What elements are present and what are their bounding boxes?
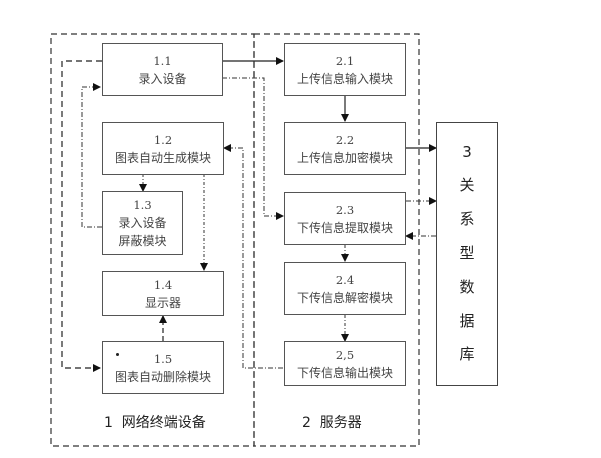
edge-1-3-to-1-1 xyxy=(81,83,102,228)
edge-2-5-to-1-2 xyxy=(223,144,283,369)
module-number: 1.3 xyxy=(133,198,152,212)
edge-1-1-to-2-3 xyxy=(222,77,284,220)
database-char: 型 xyxy=(459,243,475,262)
group-border-terminal xyxy=(50,33,255,447)
module-number: 2.1 xyxy=(335,53,355,68)
module-number: 1.4 xyxy=(153,277,173,292)
database-char: 系 xyxy=(459,210,475,229)
module-2-1[interactable]: 2.1 上传信息输入模块 xyxy=(284,43,406,96)
module-name: 下传信息解密模块 xyxy=(296,290,393,305)
module-number: 1.5 xyxy=(153,351,173,366)
module-number: 2.3 xyxy=(335,202,355,217)
database-char: 关 xyxy=(459,176,475,195)
group-label-terminal: 1 网络终端设备 xyxy=(104,415,206,431)
module-name: 显示器 xyxy=(144,295,181,310)
relational-database[interactable]: 3 关 系 型 数 据 库 xyxy=(436,122,498,386)
module-number: 2.2 xyxy=(335,132,355,147)
group-label-server: 2 服务器 xyxy=(302,415,362,431)
module-1-3[interactable]: 1.3 录入设备 屏蔽模块 xyxy=(102,191,183,255)
module-1-5[interactable]: 1.5 图表自动删除模块 xyxy=(102,341,224,394)
module-2-3[interactable]: 2.3 下传信息提取模块 xyxy=(284,192,406,245)
module-name: 上传信息输入模块 xyxy=(296,71,393,86)
module-name: 图表自动生成模块 xyxy=(114,150,211,165)
module-1-1[interactable]: 1.1 录入设备 xyxy=(102,43,223,96)
database-char: 据 xyxy=(459,311,475,330)
module-number: 1.2 xyxy=(153,132,173,147)
module-name-line2: 屏蔽模块 xyxy=(118,234,167,248)
database-char: 数 xyxy=(459,277,475,296)
database-number: 3 xyxy=(462,143,472,162)
module-name: 下传信息提取模块 xyxy=(296,220,393,235)
database-char: 库 xyxy=(459,345,475,364)
group-border-server xyxy=(253,33,420,447)
module-2-4[interactable]: 2.4 下传信息解密模块 xyxy=(284,262,406,315)
module-number: 2.4 xyxy=(335,272,355,287)
module-1-4[interactable]: 1.4 显示器 xyxy=(102,271,224,316)
module-name: 录入设备 xyxy=(138,71,187,86)
edge-1-1-to-1-5 xyxy=(61,60,102,372)
module-name: 下传信息输出模块 xyxy=(296,365,393,380)
module-name: 上传信息加密模块 xyxy=(296,150,393,165)
module-number: 1.1 xyxy=(153,53,172,68)
module-1-2[interactable]: 1.2 图表自动生成模块 xyxy=(102,122,224,175)
module-2-5[interactable]: 2,5 下传信息输出模块 xyxy=(284,341,406,386)
module-2-2[interactable]: 2.2 上传信息加密模块 xyxy=(284,122,406,175)
stray-dot xyxy=(116,353,119,356)
module-number: 2,5 xyxy=(335,347,355,362)
module-name: 录入设备 xyxy=(118,216,167,230)
module-name: 图表自动删除模块 xyxy=(114,369,211,384)
